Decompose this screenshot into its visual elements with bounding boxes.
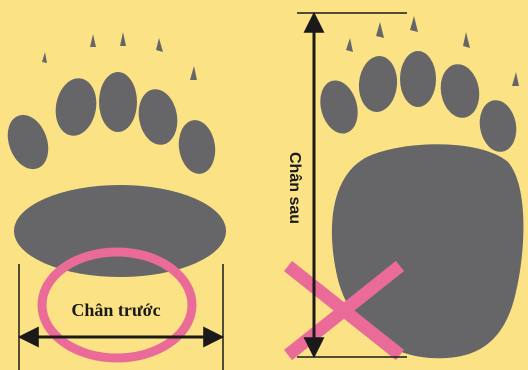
toe-pad-2	[358, 56, 398, 112]
claw-5	[190, 66, 197, 80]
back-sole-pad	[331, 144, 524, 359]
front-highlight-ring	[37, 247, 197, 363]
front-palm-pad	[14, 185, 226, 277]
claw-4	[463, 32, 470, 48]
claw-1	[346, 38, 353, 52]
toe-pad-4	[138, 89, 178, 145]
front-toe-pads	[7, 72, 216, 174]
toe-pad-5	[178, 120, 216, 174]
claw-3	[410, 16, 418, 32]
claw-5	[512, 72, 519, 86]
claw-2	[376, 22, 384, 38]
toe-pad-3	[400, 51, 436, 107]
front-claws	[42, 32, 197, 80]
back-paw: Chân sau	[283, 11, 524, 361]
toe-pad-1	[320, 80, 358, 134]
front-paw: Chân trước	[7, 32, 226, 370]
back-foot-label: Chân sau	[286, 152, 303, 224]
toe-pad-1	[7, 114, 49, 170]
back-claws	[346, 16, 519, 86]
claw-1	[42, 52, 47, 63]
toe-pad-3	[99, 72, 137, 132]
claw-4	[156, 38, 163, 52]
back-toe-pads	[320, 51, 517, 152]
toe-pad-2	[55, 78, 97, 136]
claw-2	[90, 34, 96, 47]
front-foot-label: Chân trước	[71, 300, 160, 320]
toe-pad-5	[479, 100, 517, 152]
toe-pad-4	[440, 64, 480, 118]
claw-3	[120, 32, 126, 46]
